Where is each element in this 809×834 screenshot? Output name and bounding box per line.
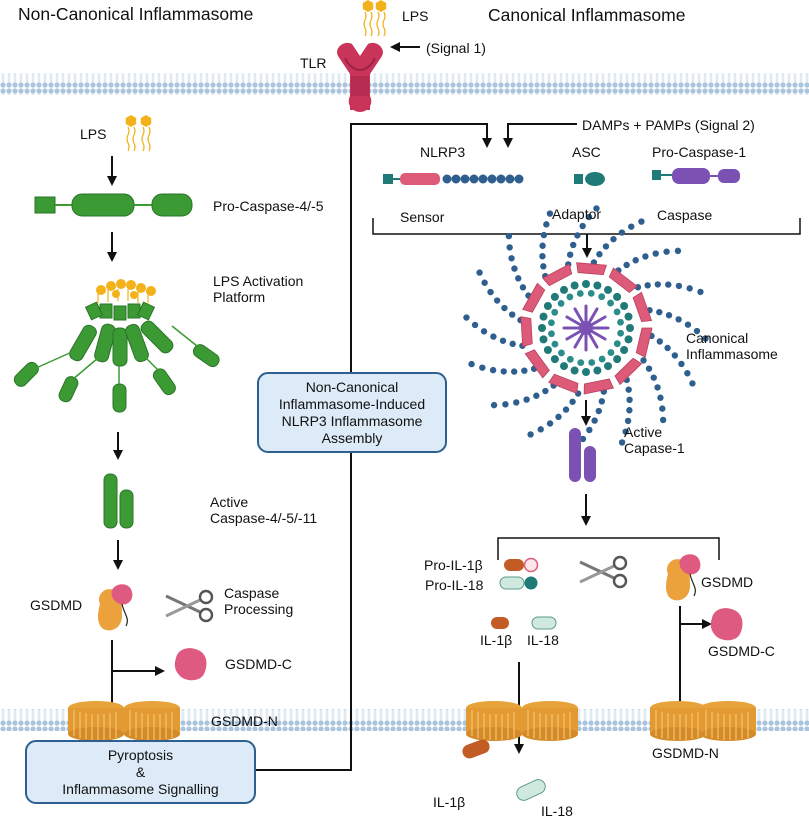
pro-il-18-icon bbox=[499, 576, 538, 590]
left-scissors-icon bbox=[164, 589, 214, 623]
pro-il-1b-icon bbox=[504, 557, 539, 573]
right-gsdmd-label: GSDMD bbox=[701, 574, 754, 590]
header-non-canonical: Non-Canonical Inflammasome bbox=[18, 4, 254, 24]
il-18-released-icon bbox=[516, 779, 546, 801]
lps-icon bbox=[362, 0, 387, 37]
left-gsdmd-n-label: GSDMD-N bbox=[211, 713, 278, 729]
top-membrane bbox=[0, 73, 809, 95]
pro-caspase-4-5-icon bbox=[34, 193, 193, 217]
asc-label: ASC bbox=[572, 144, 601, 160]
sensor-label: Sensor bbox=[400, 209, 445, 225]
right-pore-icon-2 bbox=[521, 700, 579, 742]
pro-caspase-4-5-label: Pro-Caspase-4/-5 bbox=[213, 198, 324, 214]
assembly-to-nlrp3-line bbox=[350, 123, 492, 372]
il-1b-released-icon bbox=[462, 739, 490, 759]
active-caspase-label-1: Active bbox=[210, 494, 249, 510]
left-gsdmd-label: GSDMD bbox=[30, 597, 83, 613]
bracket-substrates bbox=[497, 537, 720, 560]
right-pore-icon-1 bbox=[465, 700, 523, 742]
right-pore-icon-3 bbox=[649, 700, 707, 742]
pyroptosis-to-assembly-line bbox=[256, 453, 352, 771]
active-caspase-1-label-1: Active bbox=[624, 424, 663, 440]
pro-caspase-1-label: Pro-Caspase-1 bbox=[652, 144, 747, 160]
signal1-label: (Signal 1) bbox=[426, 40, 486, 56]
left-gsdmd-c-label: GSDMD-C bbox=[225, 656, 292, 672]
assembly-line-4: Assembly bbox=[321, 429, 383, 446]
left-pore-icon bbox=[67, 700, 125, 742]
tlr-label: TLR bbox=[300, 55, 327, 71]
caspase-processing-label-1: Caspase bbox=[224, 585, 280, 601]
right-gsdmd-c-icon bbox=[710, 608, 743, 641]
right-scissors-icon bbox=[578, 555, 628, 589]
left-lps-label: LPS bbox=[80, 126, 107, 142]
right-gsdmd-c-label: GSDMD-C bbox=[708, 643, 775, 659]
asc-icon bbox=[574, 172, 605, 186]
left-gsdmd-c-icon bbox=[174, 648, 207, 681]
il-1b-label: IL-1β bbox=[480, 632, 513, 648]
signal2-label: DAMPs + PAMPs (Signal 2) bbox=[582, 117, 755, 133]
il-1b-icon bbox=[491, 617, 509, 629]
assembly-line-1: Non-Canonical bbox=[305, 378, 399, 395]
canonical-inflammasome-label-1: Canonical bbox=[686, 330, 749, 346]
canonical-inflammasome-icon bbox=[463, 205, 709, 451]
nlrp3-assembly-box: Non-Canonical Inflammasome-Induced NLRP3… bbox=[257, 372, 447, 453]
nlrp3-label: NLRP3 bbox=[420, 144, 466, 160]
right-gsdmd-n-label: GSDMD-N bbox=[652, 745, 719, 761]
platform-label-1: LPS Activation bbox=[213, 273, 304, 289]
left-gsdmd-icon bbox=[97, 583, 133, 631]
pro-il-1b-label: Pro-IL-1β bbox=[424, 557, 483, 573]
il-18-label: IL-18 bbox=[527, 632, 559, 648]
active-caspase-1-icon bbox=[569, 428, 596, 482]
left-lps-icon bbox=[125, 114, 152, 152]
pyroptosis-line-2: & bbox=[135, 763, 146, 780]
pyroptosis-line-3: Inflammasome Signalling bbox=[62, 780, 219, 797]
header-canonical: Canonical Inflammasome bbox=[488, 5, 686, 25]
lps-activation-platform-icon bbox=[13, 279, 220, 413]
pro-il-18-label: Pro-IL-18 bbox=[425, 577, 484, 593]
active-caspase-4-5-11-icon bbox=[103, 473, 134, 529]
right-pore-icon-4 bbox=[699, 700, 757, 742]
il-18-icon bbox=[531, 616, 557, 630]
pyroptosis-box: Pyroptosis & Inflammasome Signalling bbox=[25, 740, 256, 804]
caspase-label: Caspase bbox=[657, 207, 713, 223]
signal2-arrow bbox=[503, 123, 577, 148]
assembly-line-3: NLRP3 Inflammasome bbox=[281, 412, 423, 429]
platform-label-2: Platform bbox=[213, 289, 266, 305]
active-caspase-1-label-2: Capase-1 bbox=[624, 440, 685, 456]
bottom-membrane bbox=[0, 709, 809, 731]
left-pore-icon-2 bbox=[123, 700, 181, 742]
lps-top-label: LPS bbox=[402, 8, 429, 24]
active-caspase-label-2: Caspase-4/-5/-11 bbox=[210, 510, 318, 526]
tlr-receptor-icon bbox=[337, 42, 383, 112]
pro-caspase-1-icon bbox=[652, 168, 740, 184]
caspase-processing-label-2: Processing bbox=[224, 601, 294, 617]
pyroptosis-line-1: Pyroptosis bbox=[107, 746, 174, 763]
il-18-out-label: IL-18 bbox=[541, 803, 573, 819]
right-gsdmd-icon bbox=[665, 553, 701, 601]
nlrp3-icon bbox=[383, 173, 524, 185]
il-1b-out-label: IL-1β bbox=[433, 794, 466, 810]
canonical-inflammasome-label-2: Inflammasome bbox=[686, 346, 778, 362]
assembly-line-2: Inflammasome-Induced bbox=[278, 395, 426, 412]
adaptor-label: Adaptor bbox=[552, 206, 602, 222]
